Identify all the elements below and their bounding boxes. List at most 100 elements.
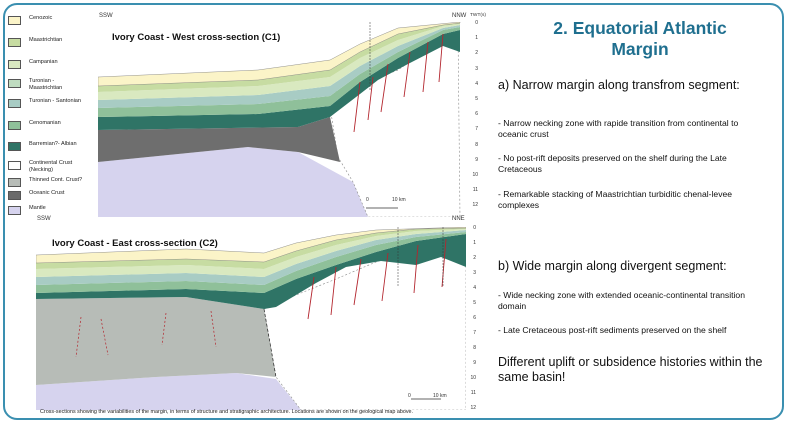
c1-thinned-crust bbox=[98, 117, 340, 162]
c1-title: Ivory Coast - West cross-section (C1) bbox=[112, 32, 281, 43]
c2-layer-cenomanian bbox=[36, 232, 466, 293]
slide-title: 2. Equatorial Atlantic Margin bbox=[515, 18, 765, 60]
depth-tick-label: 1 bbox=[475, 35, 478, 42]
depth-tick-label: 7 bbox=[475, 126, 478, 133]
slide-title-line2: Margin bbox=[611, 39, 669, 59]
depth-tick-label: 0 bbox=[473, 225, 476, 231]
depth-tick-label: 12 bbox=[472, 202, 478, 209]
legend-item: Turonian - Maastrichtian bbox=[8, 78, 85, 91]
c2-left-label: SSW bbox=[37, 216, 51, 222]
c2-scale-zero: 0 bbox=[408, 393, 411, 399]
depth-tick-label: 4 bbox=[473, 285, 476, 291]
c1-scale-label: 10 km bbox=[392, 197, 406, 203]
depth-tick-label: 10 bbox=[470, 375, 476, 381]
figure-caption: Cross-sections showing the variabilities… bbox=[40, 409, 414, 415]
c2-right-label: NNE bbox=[452, 216, 465, 222]
depth-tick-label: 2 bbox=[473, 255, 476, 261]
c1-layer-cenozoic bbox=[98, 22, 461, 87]
c1-oceanic-crust bbox=[327, 31, 461, 217]
legend-label: Cenozoic bbox=[29, 15, 53, 21]
c2-layer-albian bbox=[36, 234, 466, 309]
c1-unit-label: TWT(s) bbox=[470, 13, 486, 18]
legend-label: Mantle bbox=[29, 205, 46, 211]
depth-tick-label: 9 bbox=[473, 360, 476, 366]
legend-label: Campanian bbox=[29, 59, 58, 65]
legend-item: Barremian?- Albian bbox=[8, 141, 85, 151]
depth-tick-label: 3 bbox=[473, 270, 476, 276]
depth-tick-label: 6 bbox=[473, 315, 476, 321]
depth-tick-label: 0 bbox=[475, 20, 478, 26]
legend-item: Cenozoic bbox=[8, 15, 85, 25]
section-a-bullet-3: - Remarkable stacking of Maastrichtian t… bbox=[498, 189, 733, 210]
depth-tick-label: 10 bbox=[472, 172, 478, 178]
depth-tick-label: 8 bbox=[473, 345, 476, 351]
legend-swatch bbox=[8, 191, 21, 200]
legend-swatch bbox=[8, 16, 21, 25]
section-a-bullet-1: - Narrow necking zone with rapide transi… bbox=[498, 118, 739, 139]
c2-thinned-crust bbox=[36, 297, 276, 385]
legend-item: Campanian bbox=[8, 59, 85, 69]
depth-tick-label: 3 bbox=[475, 65, 478, 72]
depth-tick-label: 11 bbox=[472, 187, 478, 194]
legend-item: Oceanic Crust bbox=[8, 190, 85, 200]
section-b-bullet-1: - Wide necking zone with extended oceani… bbox=[498, 290, 745, 311]
legend-item: Maastrichtian bbox=[8, 37, 85, 47]
legend-label: Turonian - Santonian bbox=[29, 98, 82, 104]
legend-swatch bbox=[8, 121, 21, 130]
c1-layer-turonian bbox=[98, 25, 460, 108]
c1-layer-cenomanian bbox=[98, 27, 460, 117]
cross-section-c2 bbox=[36, 227, 466, 410]
c2-faults bbox=[307, 238, 447, 320]
legend-swatch bbox=[8, 38, 21, 47]
c1-left-label: SSW bbox=[99, 13, 113, 19]
depth-tick-label: 5 bbox=[473, 300, 476, 306]
depth-tick-label: 9 bbox=[475, 156, 478, 163]
depth-tick-label: 2 bbox=[475, 50, 478, 57]
section-a-bullet-2: - No post-rift deposits preserved on the… bbox=[498, 153, 727, 174]
c1-right-label: NNW bbox=[452, 13, 467, 19]
depth-tick-label: 8 bbox=[475, 141, 478, 148]
c2-ocean-continent-boundary bbox=[263, 308, 277, 378]
c2-layer-turonian bbox=[36, 230, 466, 285]
conclusion-text: Different uplift or subsidence histories… bbox=[498, 355, 763, 384]
slide-frame bbox=[3, 3, 784, 420]
legend-label: Continental Crust (Necking) bbox=[29, 160, 73, 173]
c1-layer-campanian bbox=[98, 24, 460, 100]
c2-layer-campanian bbox=[36, 229, 466, 277]
legend-swatch bbox=[8, 60, 21, 69]
c2-title: Ivory Coast - East cross-section (C2) bbox=[52, 238, 218, 249]
depth-tick-label: 11 bbox=[470, 390, 476, 396]
c2-mantle bbox=[36, 373, 301, 410]
section-b-heading: b) Wide margin along divergent segment: bbox=[498, 259, 727, 273]
legend-item: Cenomanian bbox=[8, 120, 85, 130]
legend-swatch bbox=[8, 206, 21, 215]
c1-layer-albian bbox=[98, 30, 460, 130]
c2-dashed-faults bbox=[75, 310, 217, 358]
legend-swatch bbox=[8, 178, 21, 187]
legend-label: Turonian - Maastrichtian bbox=[29, 78, 63, 91]
slide-title-line1: 2. Equatorial Atlantic bbox=[553, 18, 727, 38]
c1-scale-zero: 0 bbox=[366, 197, 369, 203]
legend-swatch bbox=[8, 161, 21, 170]
section-b-bullet-2: - Late Cretaceous post-rift sediments pr… bbox=[498, 325, 727, 335]
c2-layer-cenozoic bbox=[36, 227, 466, 264]
legend-item: Turonian - Santonian bbox=[8, 98, 85, 108]
cross-section-c1 bbox=[98, 22, 470, 217]
depth-tick-label: 1 bbox=[473, 240, 476, 246]
legend-label: Thinned Cont. Crust? bbox=[29, 177, 83, 183]
legend-label: Maastrichtian bbox=[29, 37, 63, 43]
legend-swatch bbox=[8, 99, 21, 108]
c1-layer-maastrichtian bbox=[98, 23, 460, 92]
legend-item: Mantle bbox=[8, 205, 85, 215]
depth-tick-label: 6 bbox=[475, 111, 478, 118]
legend-swatch bbox=[8, 142, 21, 151]
legend-label: Cenomanian bbox=[29, 120, 61, 126]
section-a-heading: a) Narrow margin along transfrom segment… bbox=[498, 78, 740, 92]
legend-swatch bbox=[8, 79, 21, 88]
c1-mantle bbox=[98, 147, 368, 217]
depth-tick-label: 7 bbox=[473, 330, 476, 336]
depth-tick-label: 4 bbox=[475, 80, 478, 87]
c2-scale-label: 10 km bbox=[433, 393, 447, 399]
legend-label: Barremian?- Albian bbox=[29, 141, 77, 147]
